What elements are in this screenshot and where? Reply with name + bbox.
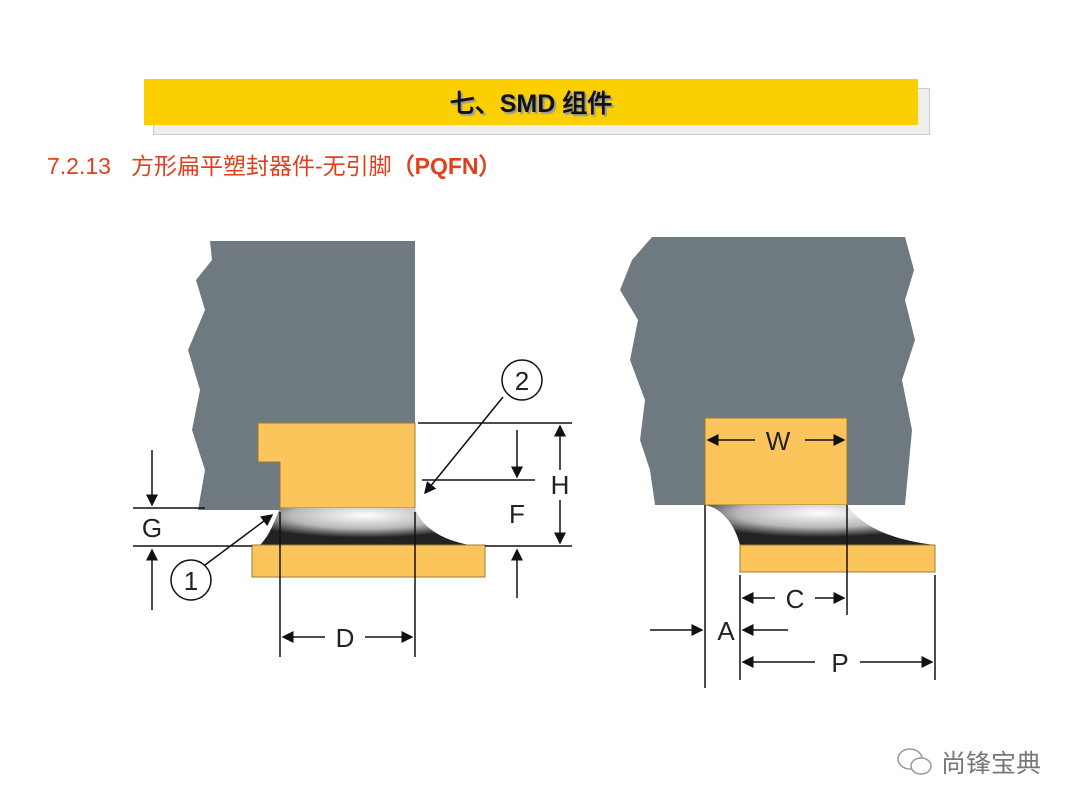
page-title: 七、SMD 组件	[144, 79, 918, 125]
wechat-icon	[897, 748, 932, 775]
dim-w-label: W	[766, 426, 791, 456]
lead-termination	[257, 422, 416, 509]
watermark-text: 尚锋宝典	[941, 750, 1042, 778]
solder-fillet	[260, 508, 470, 545]
dim-a-label: A	[717, 616, 735, 646]
dim-p-label: P	[831, 648, 848, 678]
right-cross-section: W C A P	[620, 237, 936, 688]
dim-g-label: G	[142, 513, 162, 543]
section-code: （PQFN）	[391, 153, 502, 179]
section-heading: 7.2.13 方形扁平塑封器件-无引脚（PQFN）	[47, 147, 502, 181]
callout-1: 1	[184, 566, 198, 596]
land-pad	[251, 544, 486, 578]
dim-d-label: D	[336, 623, 355, 653]
lead-termination	[704, 417, 848, 506]
dim-h-label: H	[551, 470, 570, 500]
solder-fillet	[705, 505, 935, 545]
left-cross-section: 2 1 G H F D	[133, 241, 572, 657]
section-number: 7.2.13	[47, 153, 111, 179]
dim-f-label: F	[509, 499, 525, 529]
callout-2: 2	[515, 366, 529, 396]
dim-c-label: C	[786, 584, 805, 614]
section-title: 方形扁平塑封器件-无引脚	[130, 153, 392, 179]
watermark: 尚锋宝典	[895, 744, 1041, 780]
land-pad	[739, 544, 936, 573]
